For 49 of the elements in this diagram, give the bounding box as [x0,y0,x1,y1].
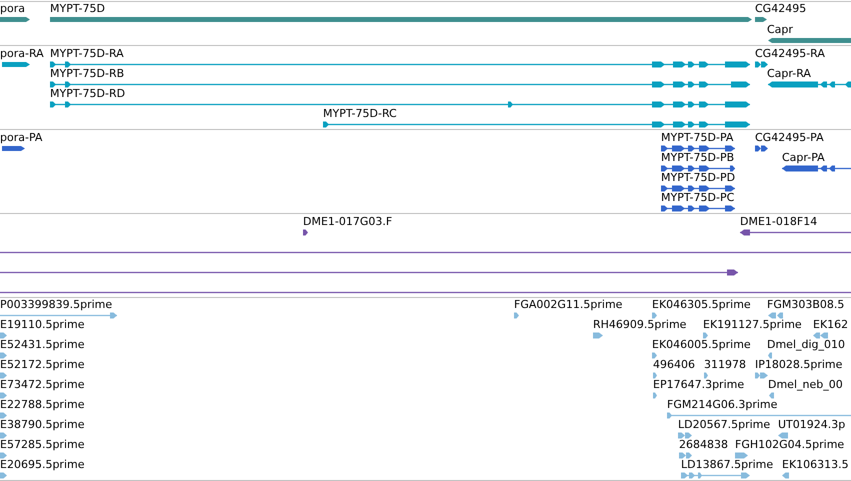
feature-label: 2684838 [679,438,728,451]
feature-label: EK046305.5prime [652,298,751,311]
feature-label: FGM214G06.3prime [667,398,778,411]
feature-label: EK046005.5prime [652,338,751,351]
feature-label: DME1-018F14 [740,215,818,228]
feature-label: P003399839.5prime [0,298,112,311]
feature-label: CG42495-RA [755,47,825,60]
feature-label: Capr-PA [782,151,825,164]
feature-label: LD20567.5prime [678,418,770,431]
feature-label: MYPT-75D-RD [50,87,126,100]
feature-label: 311978 [704,358,746,371]
feature-label: EP17647.3prime [653,378,744,391]
feature-label: RH46909.5prime [593,318,686,331]
feature-label: Capr-RA [767,67,811,80]
feature-label: EK191127.5prime [703,318,802,331]
feature-label: LD13867.5prime [681,458,774,471]
feature-label: UT01924.3p [778,418,846,431]
feature-label: FGH102G04.5prime [735,438,844,451]
feature-label: EK106313.5 [782,458,849,471]
feature-label: 496406 [653,358,695,371]
feature-label: Capr [767,23,793,36]
feature-label: MYPT-75D-RB [50,67,124,80]
feature-label: E57285.5prime [0,438,84,451]
feature-label: MYPT-75D-RC [323,107,397,120]
feature-label: MYPT-75D-PD [661,171,736,184]
feature-label: E73472.5prime [0,378,84,391]
feature-label: MYPT-75D-PA [661,131,734,144]
feature-label: pora-PA [0,131,42,144]
feature-label: E19110.5prime [0,318,84,331]
feature-label: E52431.5prime [0,338,84,351]
feature-label: Dmel_dig_010 [767,338,846,351]
feature-label: CG42495 [755,2,806,15]
feature-label: FGA002G11.5prime [514,298,622,311]
feature-label: IP18028.5prime [755,358,842,371]
feature-label: MYPT-75D-PC [661,191,734,204]
feature-label: CG42495-PA [755,131,824,144]
feature-label: E22788.5prime [0,398,84,411]
feature-label: E20695.5prime [0,458,84,471]
feature-label: EK162 [813,318,848,331]
feature-label: E52172.5prime [0,358,84,371]
feature-label: MYPT-75D-PB [661,151,734,164]
feature-label: MYPT-75D-RA [50,47,124,60]
feature-label: FGM303B08.5 [767,298,844,311]
feature-label: E38790.5prime [0,418,84,431]
feature-label: MYPT-75D [50,2,105,15]
feature-label: pora [0,2,25,15]
feature-label: DME1-017G03.F [303,215,392,228]
feature-label: Dmel_neb_00 [768,378,843,391]
feature-label: pora-RA [0,47,44,60]
